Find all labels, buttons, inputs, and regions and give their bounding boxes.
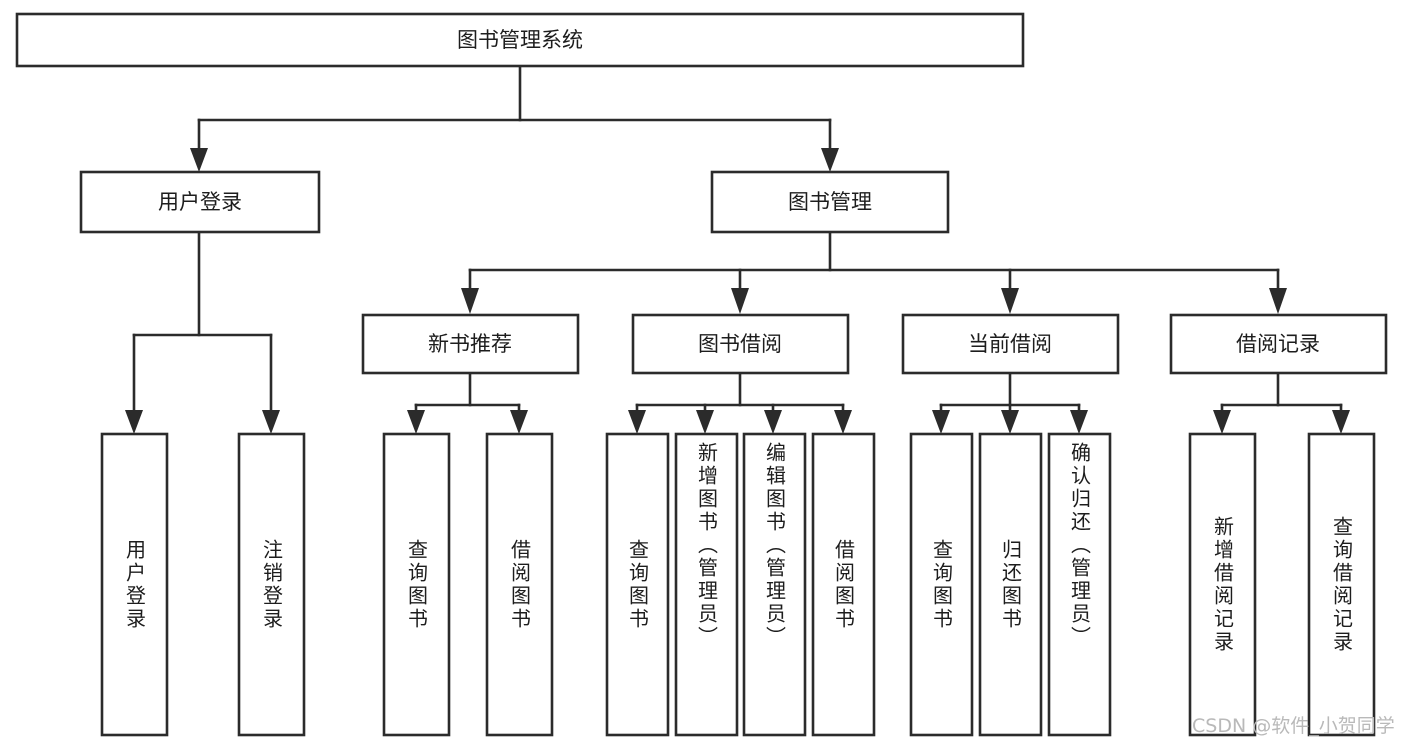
arrow-head-leaf-confirm-return — [1070, 410, 1088, 434]
connector-group-new-book-recommend — [407, 371, 528, 434]
node-box-user-login[interactable] — [79, 170, 321, 234]
connector-group-book-manage — [461, 230, 1287, 314]
arrow-head-book-manage — [821, 148, 839, 172]
node-label-current-borrow: 当前借阅 — [968, 332, 1052, 356]
connector-group-root — [190, 64, 839, 172]
arrow-head-book-borrow — [731, 288, 749, 314]
node-box-leaf-edit-book[interactable] — [742, 432, 807, 737]
arrow-head-leaf-add-book — [696, 410, 714, 434]
node-box-book-borrow[interactable] — [631, 313, 850, 375]
node-box-book-manage[interactable] — [710, 170, 950, 234]
node-box-leaf-add-record[interactable] — [1188, 432, 1257, 737]
connector-group-user-login — [125, 230, 280, 434]
node-label-title: 图书管理系统 — [457, 28, 583, 52]
node-box-title[interactable] — [15, 12, 1025, 68]
node-box-leaf-query-book-3[interactable] — [909, 432, 974, 737]
node-box-current-borrow[interactable] — [901, 313, 1120, 375]
connector-group-book-borrow — [628, 371, 852, 434]
arrow-head-leaf-query-book-2 — [628, 410, 646, 434]
arrow-head-leaf-edit-book — [764, 410, 782, 434]
node-box-leaf-borrow-book-2[interactable] — [811, 432, 876, 737]
arrow-head-user-login — [190, 148, 208, 172]
node-label-book-borrow: 图书借阅 — [698, 332, 782, 356]
arrow-head-leaf-borrow-book-1 — [510, 410, 528, 434]
arrow-head-leaf-return-book — [1001, 410, 1019, 434]
node-label-new-book-recommend: 新书推荐 — [428, 332, 512, 356]
node-box-new-book-recommend[interactable] — [361, 313, 580, 375]
node-box-leaf-confirm-return[interactable] — [1047, 432, 1112, 737]
arrow-head-leaf-borrow-book-2 — [834, 410, 852, 434]
arrow-head-new-book-recommend — [461, 288, 479, 314]
arrow-head-leaf-query-record — [1332, 410, 1350, 434]
arrow-head-current-borrow — [1001, 288, 1019, 314]
node-box-leaf-user-login[interactable] — [100, 432, 169, 737]
node-label-book-manage: 图书管理 — [788, 190, 872, 214]
node-box-leaf-return-book[interactable] — [978, 432, 1043, 737]
node-label-user-login: 用户登录 — [158, 190, 242, 214]
connector-group-borrow-record — [1213, 371, 1350, 434]
node-box-leaf-borrow-book-1[interactable] — [485, 432, 554, 737]
arrow-head-leaf-query-book-3 — [932, 410, 950, 434]
connector-group-current-borrow — [932, 371, 1088, 434]
node-box-leaf-query-record[interactable] — [1307, 432, 1376, 737]
arrow-head-borrow-record — [1269, 288, 1287, 314]
node-box-leaf-add-book[interactable] — [674, 432, 739, 737]
node-box-leaf-query-book-2[interactable] — [605, 432, 670, 737]
node-label-borrow-record: 借阅记录 — [1236, 332, 1320, 356]
node-box-leaf-logout-login[interactable] — [237, 432, 306, 737]
arrow-head-leaf-logout-login — [262, 410, 280, 434]
csdn-watermark: CSDN @软件_小贺同学 — [1192, 715, 1395, 737]
arrow-head-leaf-add-record — [1213, 410, 1231, 434]
arrow-head-leaf-user-login — [125, 410, 143, 434]
arrow-head-leaf-query-book-1 — [407, 410, 425, 434]
node-box-borrow-record[interactable] — [1169, 313, 1388, 375]
node-box-leaf-query-book-1[interactable] — [382, 432, 451, 737]
